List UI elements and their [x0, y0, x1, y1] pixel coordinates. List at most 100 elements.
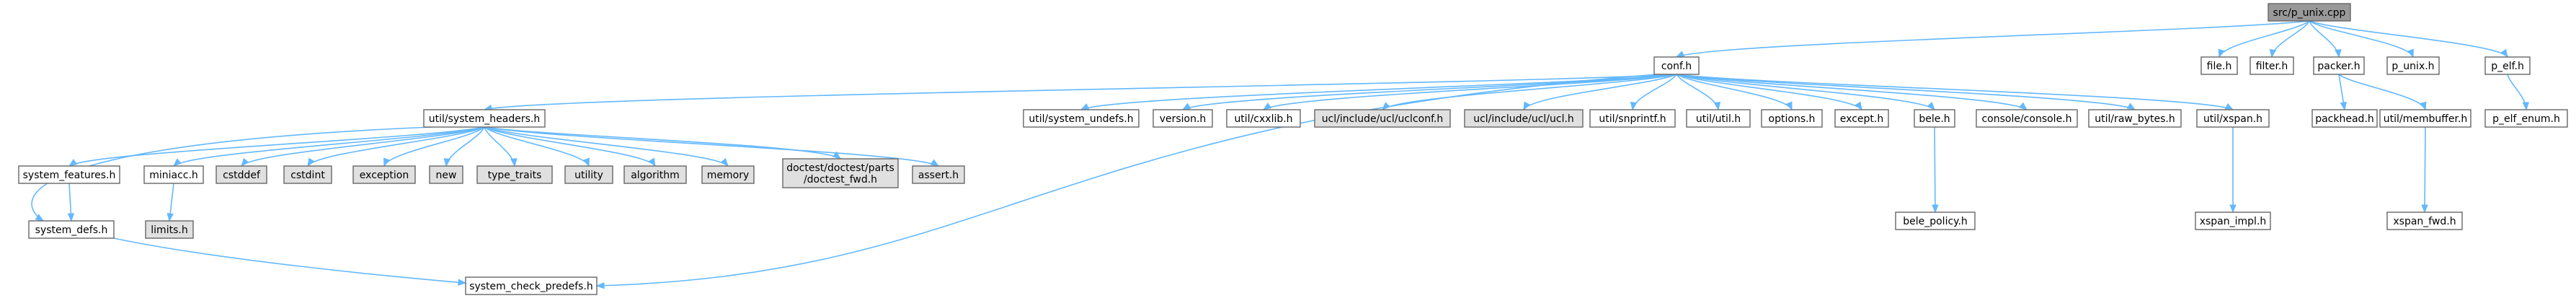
- edge-root-to-file_h: [2218, 20, 2310, 58]
- edge-sys_headers-to-miniacc_h: [173, 126, 485, 167]
- node-cstdint: cstdint: [283, 165, 332, 184]
- node-version_h[interactable]: version.h: [1152, 109, 1213, 128]
- edge-arrowhead: [2224, 102, 2234, 110]
- node-box: [1653, 56, 1700, 75]
- edge-arrowhead: [1785, 101, 1793, 111]
- node-box: [701, 165, 755, 184]
- node-sys_check[interactable]: system_check_predefs.h: [465, 276, 598, 295]
- node-sys_defs[interactable]: system_defs.h: [28, 220, 115, 239]
- node-box: [2311, 109, 2378, 128]
- node-box: [143, 165, 204, 184]
- edge-line: [484, 126, 939, 167]
- node-p_elf_h[interactable]: p_elf.h: [2484, 56, 2531, 75]
- node-sys_headers[interactable]: util/system_headers.h: [423, 109, 546, 128]
- node-label: xspan_impl.h: [2200, 216, 2267, 227]
- node-label: assert.h: [918, 170, 959, 181]
- edge-arrowhead: [241, 157, 249, 167]
- node-sys_features[interactable]: system_features.h: [18, 165, 120, 184]
- node-utility: utility: [564, 165, 613, 184]
- edge-arrowhead: [383, 157, 390, 167]
- edge-arrowhead: [2421, 204, 2428, 214]
- node-label: p_unix.h: [2391, 61, 2434, 72]
- edge-line: [484, 126, 729, 167]
- node-box: [423, 109, 546, 128]
- node-box: [1761, 109, 1823, 128]
- node-label: exception: [360, 170, 409, 181]
- node-filter_h[interactable]: filter.h: [2249, 56, 2294, 75]
- edge-line: [1676, 20, 2310, 58]
- node-box: [1834, 109, 1889, 128]
- node-cstddef: cstddef: [216, 165, 267, 184]
- node-console_h[interactable]: console/console.h: [1976, 109, 2078, 128]
- node-label: file.h: [2207, 61, 2232, 72]
- node-box: [18, 165, 120, 184]
- node-label: limits.h: [151, 224, 187, 236]
- edge-arrowhead: [2218, 48, 2225, 58]
- node-box: [1895, 211, 1976, 230]
- node-box: [28, 220, 115, 239]
- edge-line: [1523, 74, 1677, 110]
- node-box: [2268, 3, 2351, 22]
- node-label: algorithm: [631, 170, 680, 181]
- node-p_elf_enum_h[interactable]: p_elf_enum.h: [2484, 109, 2568, 128]
- edge-line: [1382, 74, 1677, 110]
- edge-arrowhead: [648, 157, 656, 167]
- node-exception: exception: [352, 165, 416, 184]
- node-label: p_elf_enum.h: [2492, 113, 2560, 125]
- nodes-layer: src/p_unix.cpp conf.h file.h filter.h packer…: [18, 3, 2568, 295]
- edge-arrowhead: [458, 279, 467, 286]
- edge-line: [1080, 74, 1677, 110]
- edge-arrowhead: [2126, 102, 2136, 110]
- node-box: [2196, 109, 2270, 128]
- edge-sys_headers-to-exception: [383, 126, 485, 167]
- node-bele_policy[interactable]: bele_policy.h: [1895, 211, 1976, 230]
- edge-arrowhead: [2335, 49, 2342, 58]
- edge-line: [1676, 74, 2028, 110]
- node-sys_undefs[interactable]: util/system_undefs.h: [1023, 109, 1140, 128]
- node-membuffer_h[interactable]: util/membuffer.h: [2379, 109, 2471, 128]
- node-label: new: [436, 170, 457, 181]
- edge-root-to-conf: [1675, 20, 2310, 58]
- edge-conf-to-util_h: [1676, 74, 1721, 111]
- node-bele_h[interactable]: bele.h: [1914, 109, 1955, 128]
- node-label: options.h: [1769, 113, 1816, 125]
- node-except_h[interactable]: except.h: [1834, 109, 1889, 128]
- node-box: [1914, 109, 1955, 128]
- node-packhead_h[interactable]: packhead.h: [2311, 109, 2378, 128]
- node-xspan_impl[interactable]: xspan_impl.h: [2195, 211, 2271, 230]
- edge-line: [241, 126, 485, 167]
- node-box: [1152, 109, 1213, 128]
- edge-line: [1676, 74, 2234, 110]
- node-snprintf_h[interactable]: util/snprintf.h: [1589, 109, 1676, 128]
- node-miniacc_h[interactable]: miniacc.h: [143, 165, 204, 184]
- edge-conf-to-uclconf_h: [1382, 74, 1677, 110]
- node-box: [145, 220, 194, 239]
- node-label: src/p_unix.cpp: [2273, 7, 2346, 19]
- edge-arrowhead: [1927, 102, 1935, 111]
- node-xspan_h[interactable]: util/xspan.h: [2196, 109, 2270, 128]
- node-cxxlib_h[interactable]: util/cxxlib.h: [1226, 109, 1301, 128]
- edge-sys_headers-to-memory: [484, 126, 729, 167]
- edge-bele_h-to-bele_policy: [1932, 126, 1939, 214]
- edge-line: [484, 126, 656, 167]
- node-util_h[interactable]: util/util.h: [1686, 109, 1751, 128]
- node-root[interactable]: src/p_unix.cpp: [2268, 3, 2351, 22]
- node-label: util/raw_bytes.h: [2095, 113, 2175, 125]
- node-label: memory: [707, 170, 750, 181]
- node-label: cstddef: [223, 170, 261, 181]
- edge-packer_h-to-packhead_h: [2338, 74, 2347, 111]
- edge-sys_headers-to-algorithm: [484, 126, 656, 167]
- node-p_unix_h[interactable]: p_unix.h: [2386, 56, 2440, 75]
- edge-arrowhead: [68, 159, 78, 167]
- node-label: version.h: [1160, 113, 1207, 125]
- node-xspan_fwd[interactable]: xspan_fwd.h: [2386, 211, 2463, 230]
- edge-p_elf_h-to-p_elf_enum_h: [2507, 74, 2530, 111]
- node-conf[interactable]: conf.h: [1653, 56, 1700, 75]
- node-box: [2313, 56, 2365, 75]
- edge-arrowhead: [2229, 204, 2237, 214]
- node-options_h[interactable]: options.h: [1761, 109, 1823, 128]
- node-new: new: [429, 165, 463, 184]
- node-raw_bytes_h[interactable]: util/raw_bytes.h: [2088, 109, 2182, 128]
- node-file_h[interactable]: file.h: [2200, 56, 2238, 75]
- node-packer_h[interactable]: packer.h: [2313, 56, 2365, 75]
